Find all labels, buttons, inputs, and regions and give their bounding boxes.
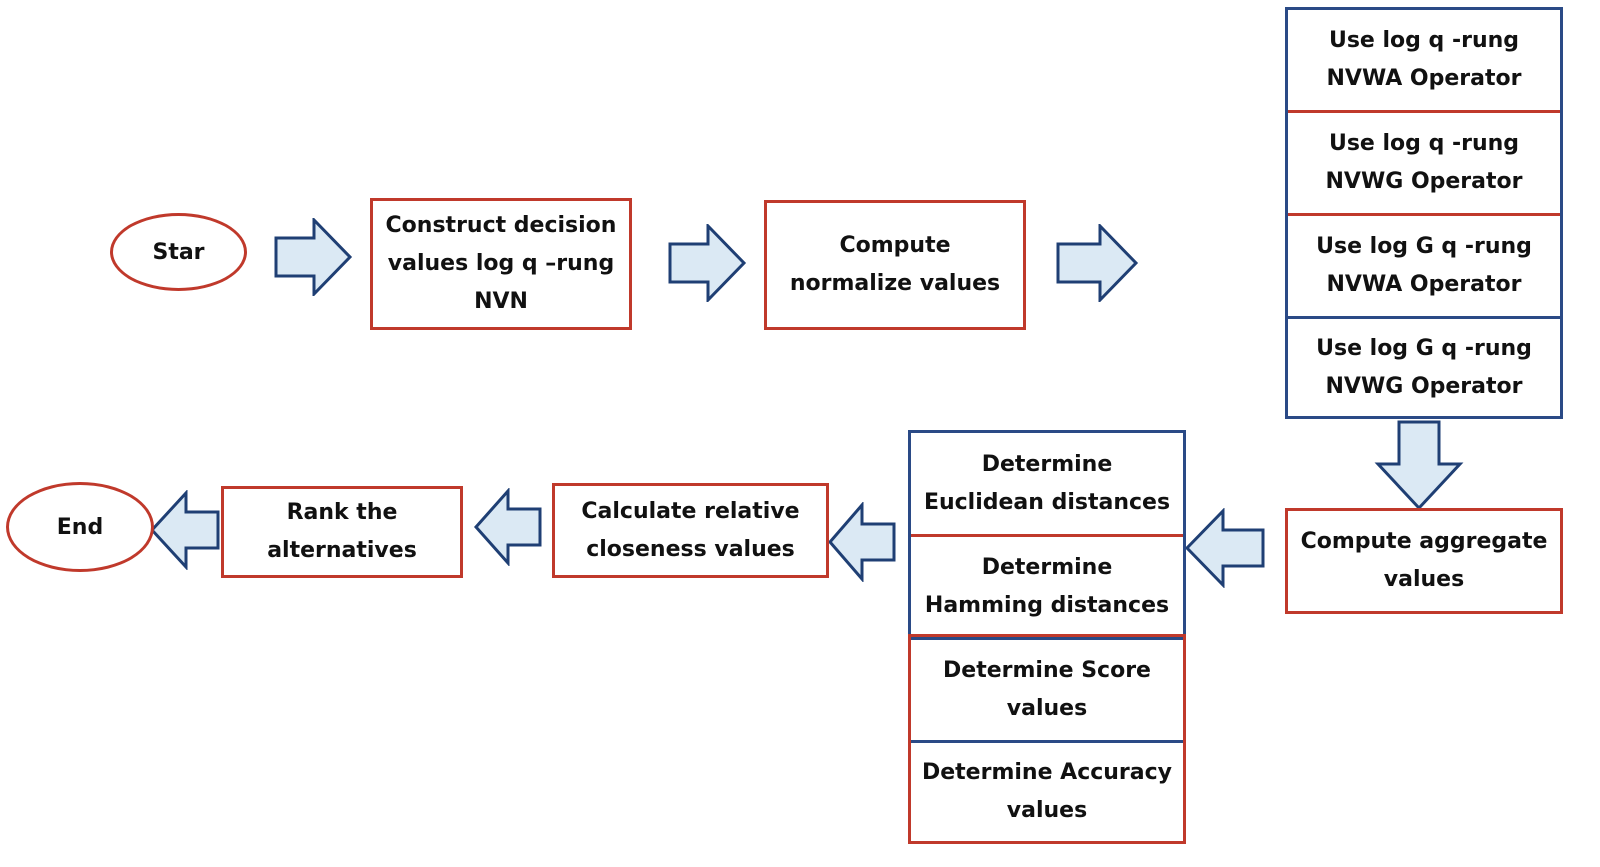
rank-alternatives-box: Rank the alternatives [221,486,463,578]
determine-stack: Determine Euclidean distances Determine … [908,430,1186,844]
arrow-left-icon [473,488,542,566]
operator-option: Use log G q -rung NVWA Operator [1316,233,1532,297]
divider [911,534,1183,537]
determine-option: Determine Score values [943,658,1151,721]
end-node: End [6,482,154,572]
determine-option: Determine Accuracy values [921,760,1173,823]
divider [1288,316,1560,319]
construct-decision-box: Construct decision values log q –rung NV… [370,198,632,330]
operator-option: Use log q -rung NVWA Operator [1326,28,1522,91]
divider [1288,110,1560,113]
determine-option: Determine Euclidean distances [923,451,1171,515]
arrow-right-icon [668,224,747,302]
divider [911,637,1183,640]
normalize-values-box: Compute normalize values [764,200,1026,330]
arrow-right-icon [1056,224,1139,302]
aggregate-values-box: Compute aggregate values [1285,508,1563,614]
operators-stack: Use log q -rung NVWA Operator Use log q … [1285,7,1563,419]
arrow-down-icon [1374,420,1464,511]
operator-option: Use log q -rung NVWG Operator [1325,130,1523,194]
determine-option: Determine Hamming distances [924,555,1170,618]
arrow-left-icon [149,490,220,570]
arrow-right-icon [274,218,353,296]
divider [911,740,1183,743]
divider [1288,213,1560,216]
arrow-left-icon [1184,508,1265,588]
arrow-left-icon [828,502,896,582]
start-node: Star [110,213,247,291]
closeness-values-box: Calculate relative closeness values [552,483,829,578]
operator-option: Use log G q -rung NVWG Operator [1316,335,1532,399]
